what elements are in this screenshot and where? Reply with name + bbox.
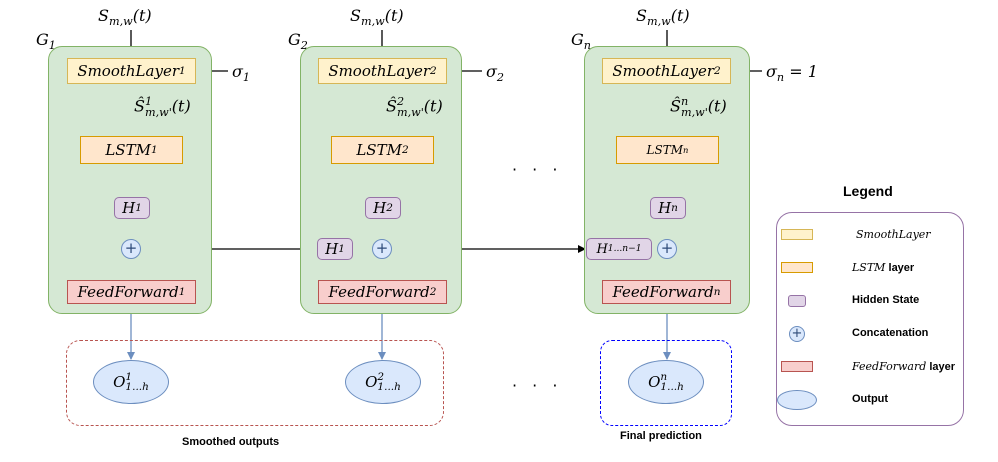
legend-label-smooth: SmoothLayer (856, 228, 931, 241)
legend-label-hidden: Hidden State (852, 294, 920, 306)
input-label-2: Sm,w(t) (350, 6, 404, 29)
concat-2-icon: + (372, 239, 392, 259)
group-n-container (584, 46, 750, 314)
ellipsis-upper: · · · (512, 160, 563, 179)
legend-swatch-lstm (781, 262, 813, 273)
legend-swatch-hidden (788, 295, 806, 307)
group-n-label: Gn (571, 30, 591, 53)
sigma-n-label: σn = 1 (766, 62, 818, 85)
final-prediction-frame (600, 340, 732, 426)
smoothed-outputs-frame (66, 340, 444, 426)
concat-1-icon: + (121, 239, 141, 259)
final-prediction-caption: Final prediction (620, 430, 702, 442)
legend-label-ff: FeedForward layer (852, 360, 956, 373)
legend-swatch-ff (781, 361, 813, 372)
input-label-1: Sm,w(t) (98, 6, 152, 29)
legend-label-lstm: LSTM layer (852, 261, 915, 274)
smoothed-outputs-caption: Smoothed outputs (182, 436, 280, 448)
legend-title: Legend (843, 183, 893, 199)
legend-swatch-plus: + (789, 326, 805, 342)
group-2-label: G2 (288, 30, 308, 53)
group-1-container (48, 46, 212, 314)
legend-label-plus: Concatenation (852, 327, 929, 339)
sigma-2-label: σ2 (486, 62, 505, 85)
legend-swatch-smooth (781, 229, 813, 240)
input-label-n: Sm,w(t) (636, 6, 690, 29)
concat-n-icon: + (657, 239, 677, 259)
group-2-container (300, 46, 462, 314)
legend-panel (776, 212, 964, 426)
legend-swatch-output (777, 390, 817, 410)
ellipsis-lower: · · · (512, 376, 563, 395)
legend-label-output: Output (852, 393, 889, 405)
group-1-label: G1 (36, 30, 56, 53)
sigma-1-label: σ1 (232, 62, 251, 85)
